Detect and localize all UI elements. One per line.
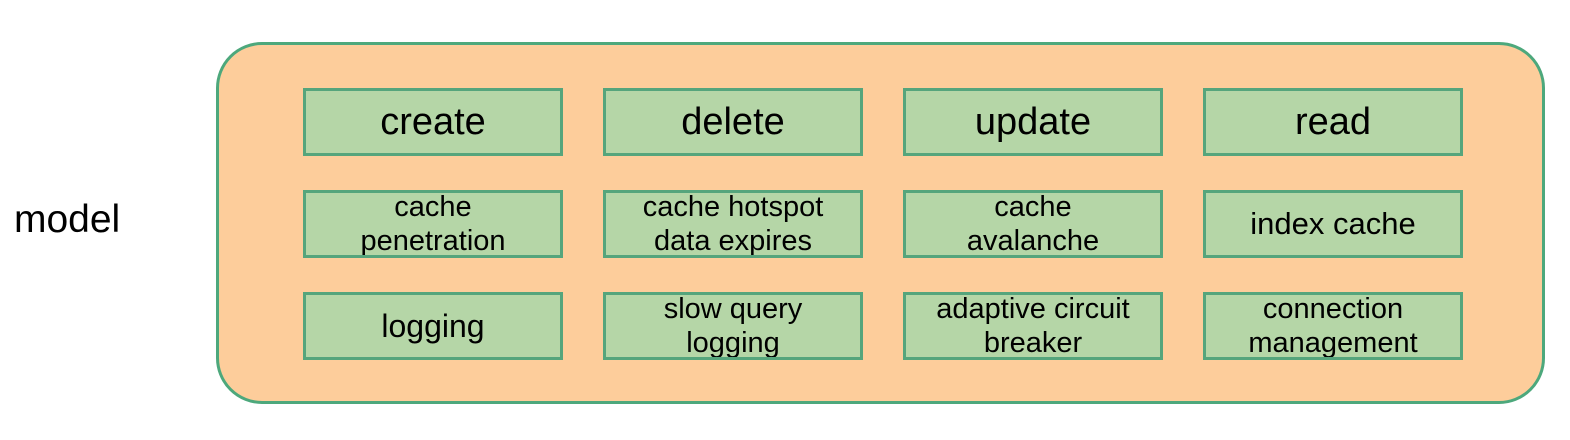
cell-ops-logging[interactable]: logging xyxy=(303,292,563,360)
capability-grid: create delete update read cache penetrat… xyxy=(303,88,1463,361)
cell-label: adaptive circuit breaker xyxy=(936,293,1130,359)
cell-label: update xyxy=(974,101,1092,143)
cell-concern-cache-avalanche[interactable]: cache avalanche xyxy=(903,190,1163,258)
cell-operation-create[interactable]: create xyxy=(303,88,563,156)
cell-concern-cache-penetration[interactable]: cache penetration xyxy=(303,190,563,258)
cell-label: cache avalanche xyxy=(966,191,1100,257)
model-label: model xyxy=(14,198,121,241)
cell-label: slow query logging xyxy=(663,293,803,359)
cell-label: logging xyxy=(381,308,485,344)
cell-ops-slow-query-logging[interactable]: slow query logging xyxy=(603,292,863,360)
cell-operation-update[interactable]: update xyxy=(903,88,1163,156)
cell-label: read xyxy=(1294,101,1372,143)
cell-ops-adaptive-circuit-breaker[interactable]: adaptive circuit breaker xyxy=(903,292,1163,360)
cell-operation-read[interactable]: read xyxy=(1203,88,1463,156)
cell-label: cache hotspot data expires xyxy=(642,191,824,257)
model-group-container: create delete update read cache penetrat… xyxy=(216,42,1545,404)
cell-concern-cache-hotspot-data-expires[interactable]: cache hotspot data expires xyxy=(603,190,863,258)
cell-label: connection management xyxy=(1248,293,1418,359)
cell-label: delete xyxy=(681,101,785,143)
cell-concern-index-cache[interactable]: index cache xyxy=(1203,190,1463,258)
cell-operation-delete[interactable]: delete xyxy=(603,88,863,156)
cell-label: index cache xyxy=(1250,206,1416,241)
cell-label: create xyxy=(380,101,486,143)
cell-ops-connection-management[interactable]: connection management xyxy=(1203,292,1463,360)
cell-label: cache penetration xyxy=(360,191,506,257)
